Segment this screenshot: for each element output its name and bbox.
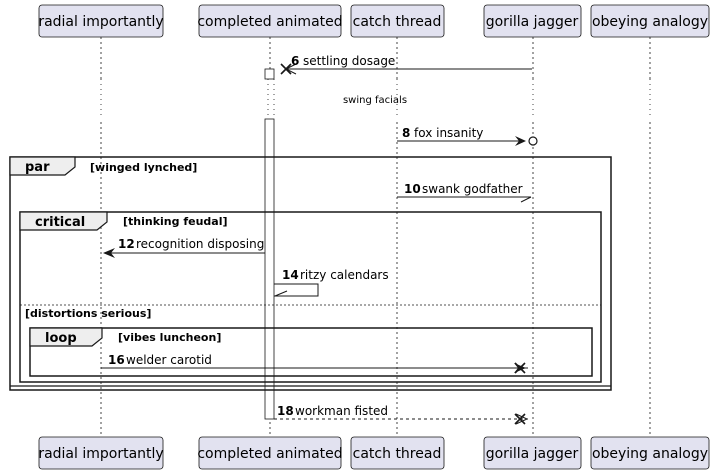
participant-label: completed animated xyxy=(197,14,342,30)
fragment-guard: [vibes luncheon] xyxy=(118,331,221,344)
participant-radial-importantly[interactable]: radial importantly xyxy=(38,4,164,38)
message-6[interactable]: 6 settling dosage xyxy=(280,54,532,75)
fragment-loop: loop [vibes luncheon] xyxy=(29,327,593,377)
lost-circle-icon xyxy=(528,136,538,146)
message-18[interactable]: 18 workman fisted xyxy=(274,404,529,425)
participant-label: gorilla jagger xyxy=(486,14,579,30)
message-label: recognition disposing xyxy=(136,237,264,251)
message-8[interactable]: 8 fox insanity xyxy=(397,126,538,146)
message-number: 12 xyxy=(118,237,135,251)
message-number: 10 xyxy=(404,182,421,196)
participant-obeying-analogy[interactable]: obeying analogy xyxy=(590,4,710,38)
message-label: fox insanity xyxy=(414,126,483,140)
else-guard: [distortions serious] xyxy=(25,307,151,320)
fragment-guard: [winged lynched] xyxy=(90,161,197,174)
fragment-keyword: loop xyxy=(45,331,77,346)
activation-bar xyxy=(264,118,275,420)
message-number: 6 xyxy=(291,54,299,68)
participant-label: radial importantly xyxy=(38,446,163,462)
participant-obeying-analogy-bottom[interactable]: obeying analogy xyxy=(590,436,710,470)
activation-bars xyxy=(264,68,275,420)
fragment-keyword: par xyxy=(25,160,50,175)
message-number: 16 xyxy=(108,353,125,367)
fragment-par: par [winged lynched] xyxy=(9,156,612,391)
participant-completed-animated[interactable]: completed animated xyxy=(197,4,343,38)
participants-bottom: radial importantly completed animated ca… xyxy=(38,436,710,470)
message-10[interactable]: 10 swank godfather xyxy=(397,182,532,203)
participant-label: catch thread xyxy=(353,446,442,462)
destroy-icon xyxy=(514,362,526,374)
message-number: 18 xyxy=(277,404,294,418)
fragment-critical: critical [thinking feudal] [distortions … xyxy=(19,211,602,383)
message-label: welder carotid xyxy=(126,353,212,367)
message-12[interactable]: 12 recognition disposing xyxy=(103,237,265,258)
message-number: 8 xyxy=(402,126,410,140)
participant-gorilla-jagger-bottom[interactable]: gorilla jagger xyxy=(483,436,582,470)
delay-section: swing facials xyxy=(0,79,714,119)
fragment-keyword: critical xyxy=(35,215,85,230)
message-label: ritzy calendars xyxy=(300,268,389,282)
participant-label: radial importantly xyxy=(38,14,163,30)
message-label: settling dosage xyxy=(303,54,395,68)
participant-gorilla-jagger[interactable]: gorilla jagger xyxy=(483,4,582,38)
participant-completed-animated-bottom[interactable]: completed animated xyxy=(197,436,343,470)
fragment-guard: [thinking feudal] xyxy=(123,215,228,228)
destroy-icon xyxy=(514,413,526,425)
message-number: 14 xyxy=(282,268,299,282)
participant-catch-thread-bottom[interactable]: catch thread xyxy=(350,436,445,470)
participant-label: catch thread xyxy=(353,14,442,30)
participant-label: obeying analogy xyxy=(592,14,708,30)
participant-label: obeying analogy xyxy=(592,446,708,462)
message-14[interactable]: 14 ritzy calendars xyxy=(274,268,389,297)
participant-label: gorilla jagger xyxy=(486,446,579,462)
message-label: swank godfather xyxy=(422,182,523,196)
message-16[interactable]: 16 welder carotid xyxy=(101,353,528,374)
participants-top: radial importantly completed animated ca… xyxy=(38,4,710,38)
delay-label: swing facials xyxy=(343,95,407,106)
activation-bar xyxy=(264,68,275,80)
participant-catch-thread[interactable]: catch thread xyxy=(350,4,445,38)
destroy-icon xyxy=(280,63,292,75)
participant-radial-importantly-bottom[interactable]: radial importantly xyxy=(38,436,164,470)
message-label: workman fisted xyxy=(295,404,388,418)
participant-label: completed animated xyxy=(197,446,342,462)
